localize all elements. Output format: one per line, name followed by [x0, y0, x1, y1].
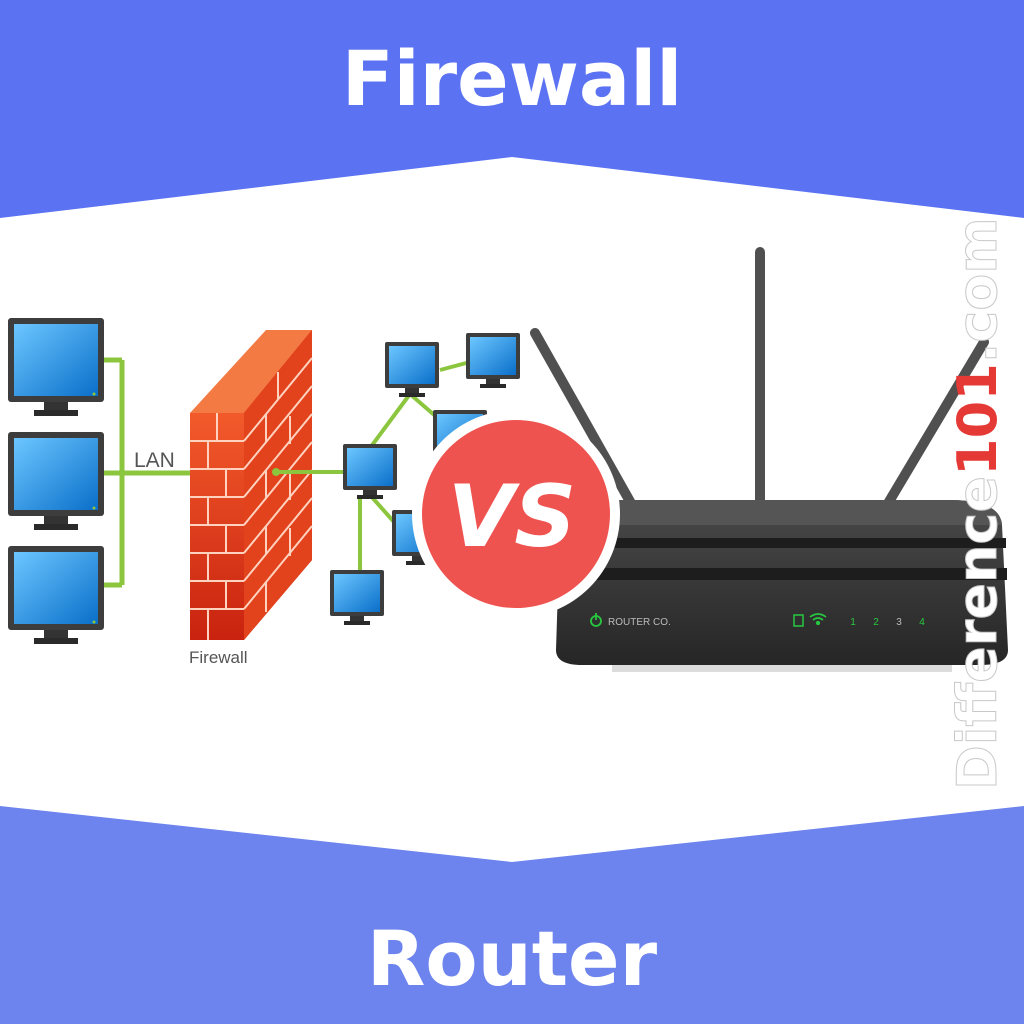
- footer-title: Router: [367, 914, 658, 1003]
- port-label-4: 4: [919, 617, 925, 628]
- port-label-1: 1: [850, 617, 856, 628]
- header-title: Firewall: [342, 34, 683, 123]
- port-label-3: 3: [896, 617, 902, 628]
- monitor-icon: [8, 546, 104, 644]
- watermark: Difference101.com: [946, 217, 1009, 790]
- monitor-icon: [8, 432, 104, 530]
- monitor-icon: [466, 333, 520, 388]
- watermark-number: 101: [946, 363, 1009, 476]
- monitor-icon: [330, 570, 384, 625]
- vs-label: VS: [448, 467, 577, 567]
- lan-lines: [104, 357, 190, 588]
- monitor-icon: [343, 444, 397, 499]
- footer-band: [0, 806, 1024, 1024]
- wifi-icon: [809, 613, 827, 626]
- firewall-diagram: LAN: [8, 318, 520, 667]
- brick-wall-icon: [190, 330, 313, 640]
- port-label-2: 2: [873, 617, 879, 628]
- lan-label: LAN: [134, 449, 175, 472]
- watermark-suffix: .com: [946, 217, 1009, 363]
- monitor-icon: [385, 342, 439, 397]
- router-brand-label: ROUTER CO.: [608, 617, 671, 628]
- power-icon: [590, 613, 602, 627]
- watermark-prefix: Difference: [946, 476, 1009, 790]
- firewall-label: Firewall: [189, 648, 248, 667]
- router-icon: ROUTER CO. 1 2 3 4: [530, 247, 1008, 672]
- header-band: [0, 0, 1024, 218]
- vs-badge: VS: [412, 410, 620, 618]
- monitor-icon: [8, 318, 104, 416]
- lan-status-icon: [793, 614, 804, 627]
